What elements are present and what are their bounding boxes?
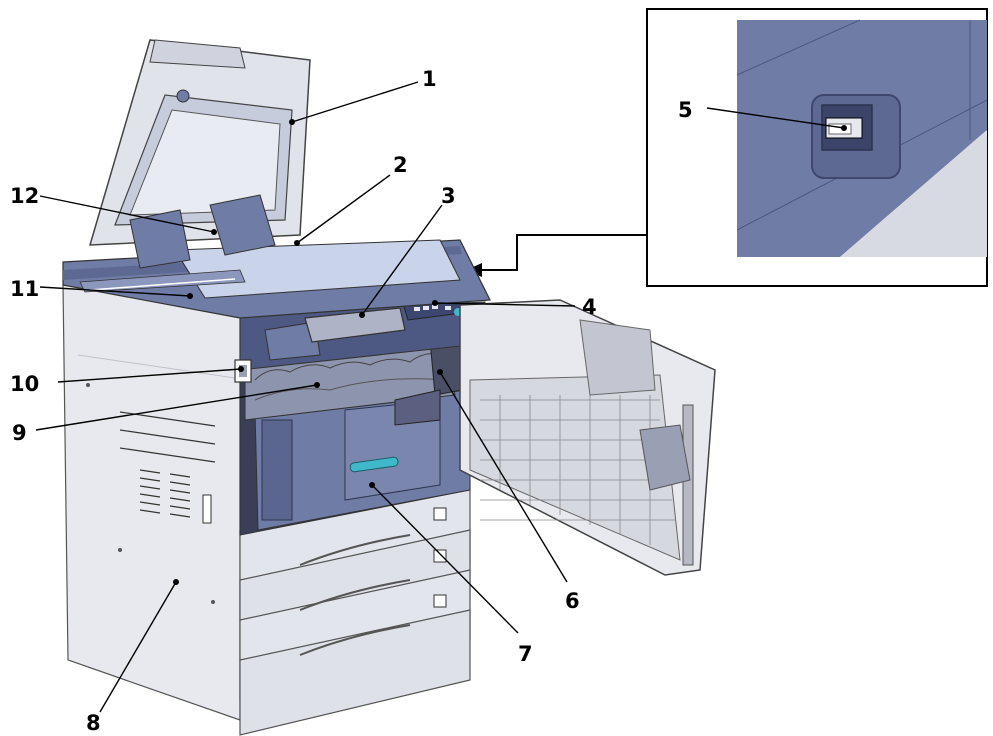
front-cover-open [459,299,716,576]
original-scale [79,269,246,293]
callout-8: 8 [86,711,101,735]
usb-port-inset [646,8,988,287]
callout-11: 11 [10,277,39,301]
callout-labels: 1 2 3 4 5 6 7 8 9 10 11 12 [10,67,693,735]
callout-5: 5 [678,98,693,122]
leader-lines [35,81,847,713]
callout-12: 12 [10,184,39,208]
callout-4: 4 [582,295,597,319]
callout-3: 3 [441,184,456,208]
copier-machine [62,39,716,736]
automatic-document-feeder [88,39,311,269]
paper-drawers [239,479,471,736]
callout-1: 1 [422,67,437,91]
callout-7: 7 [518,642,533,666]
left-cabinet [62,284,241,721]
inset-pointer-arrow [466,234,647,277]
callout-6: 6 [565,589,580,613]
callout-2: 2 [393,153,408,177]
touch-panel [304,307,406,343]
lever-handle-icon [349,456,399,473]
callout-9: 9 [12,421,27,445]
callout-10: 10 [10,372,39,396]
